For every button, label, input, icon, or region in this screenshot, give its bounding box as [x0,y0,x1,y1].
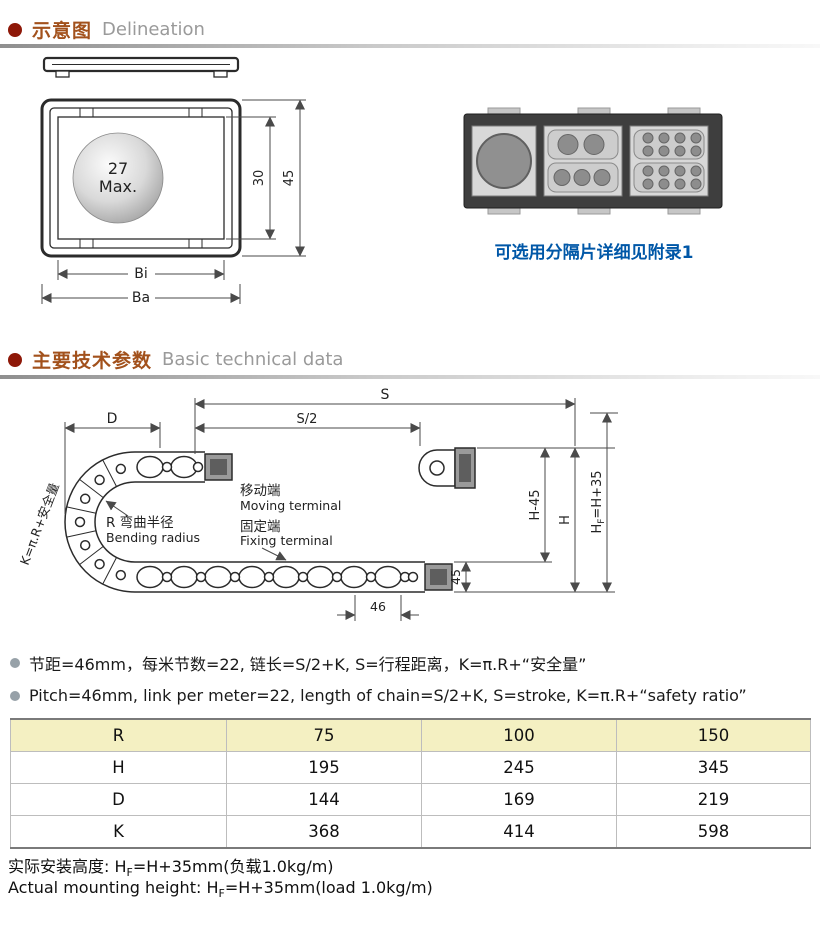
moving-terminal-label-cn: 移动端 [240,483,281,499]
dim-label-h-minus-45: H-45 [528,489,543,520]
dim-label-46: 46 [370,599,386,614]
section-bullet-icon [8,22,22,37]
mounting-height-en-text: Actual mounting height: H [8,878,219,897]
table-cell: 169 [421,783,617,816]
subscript-f: F [126,866,133,880]
table-cell: 195 [226,751,422,784]
table-cell: 144 [226,783,422,816]
dim-label-45: 45 [282,170,297,187]
dim-inner-height [226,116,276,240]
fixing-terminal-label-en: Fixing terminal [240,533,333,548]
table-cell: 345 [616,751,811,784]
dim-label-ba: Ba [132,290,150,306]
pitch-note-en-text: Pitch=46mm, link per meter=22, length of… [29,686,747,705]
dim-label-ba-bg [128,290,155,305]
divider-options-figure [463,107,723,215]
table-cell: D [10,783,227,816]
bend-dimension-lines [64,398,618,621]
moving-end-extended [418,447,476,489]
table-header-cell: R [10,718,227,752]
section-divider-line [0,375,820,379]
ball-value-label: 27 [108,159,128,178]
dim-label-h: H [558,515,573,525]
subscript-f: F [218,887,225,901]
table-cell: H [10,751,227,784]
section-divider-line [0,44,820,48]
table-row: D 144 169 219 [10,783,811,816]
cross-section-figure: 27 Max. 30 45 Bi Ba [40,56,306,306]
table-cell: 414 [421,815,617,849]
mounting-height-note-en: Actual mounting height: HF=H+35mm(load 1… [8,878,433,900]
mounting-height-note-cn: 实际安装高度: HF=H+35mm(负载1.0kg/m) [8,853,334,879]
section-bullet-icon [8,352,22,367]
table-cell: 368 [226,815,422,849]
table-cell: 245 [421,751,617,784]
section2-title-en: Basic technical data [162,349,344,370]
ball-max-label: Max. [99,177,137,196]
dim-label-d: D [107,411,118,427]
pitch-note-cn-text: 节距=46mm，每米节数=22, 链长=S/2+K, S=行程距离，K=π.R+… [29,655,587,674]
dim-label-s: S [381,387,390,403]
table-header-row: R 75 100 150 [10,718,811,752]
note-bullet-icon [10,690,20,701]
spec-table: R 75 100 150 H 195 245 345 D 144 169 219… [10,718,811,849]
table-header-cell: 100 [421,718,617,752]
bending-radius-label-cn: R 弯曲半径 [106,514,174,531]
pitch-note-cn: 节距=46mm，每米节数=22, 链长=S/2+K, S=行程距离，K=π.R+… [10,651,586,675]
dim-outer-height [242,99,306,257]
mounting-height-cn-text: 实际安装高度: H [8,857,127,876]
dim-label-s-half: S/2 [297,412,318,427]
separator-assembly [463,107,723,215]
pitch-note-en: Pitch=46mm, link per meter=22, length of… [10,686,747,705]
safety-ratio-label: K=π.R+安全量 [17,481,62,567]
dim-label-hf: HF=H+35 [590,470,607,533]
fixing-terminal-label-cn: 固定端 [240,519,281,535]
section1-title-cn: 示意图 [32,20,93,42]
divider-caption: 可选用分隔片详细见附录1 [494,243,694,263]
table-header-cell: 75 [226,718,422,752]
table-header-cell: 150 [616,718,811,752]
dim-label-30: 30 [252,170,267,187]
dim-label-bi-bg [128,266,155,281]
bending-radius-label-en: Bending radius [106,530,200,545]
chain-side-view [64,447,476,593]
cable-diameter-ball [72,132,164,224]
table-row: K 368 414 598 [10,815,811,849]
moving-terminal-label-en: Moving terminal [240,498,341,513]
section-header-technical-data: 主要技术参数 Basic technical data [8,346,343,373]
table-cell: K [10,815,227,849]
section2-title-cn: 主要技术参数 [32,350,153,372]
table-row: H 195 245 345 [10,751,811,784]
section1-title-en: Delineation [102,19,205,40]
bend-diagram-figure: S S/2 D H-45 H HF=H+35 45 46 K=π.R+安全量 移… [17,387,618,621]
mounting-height-en-formula: =H+35mm(load 1.0kg/m) [224,878,433,897]
table-cell: 219 [616,783,811,816]
note-bullet-icon [10,658,20,668]
dim-label-bi: Bi [134,266,148,282]
cover-profile [42,56,240,78]
mounting-height-cn-formula: =H+35mm(负载1.0kg/m) [132,857,334,876]
dim-label-45: 45 [448,569,463,585]
table-cell: 598 [616,815,811,849]
section-header-delineation: 示意图 Delineation [8,16,205,43]
